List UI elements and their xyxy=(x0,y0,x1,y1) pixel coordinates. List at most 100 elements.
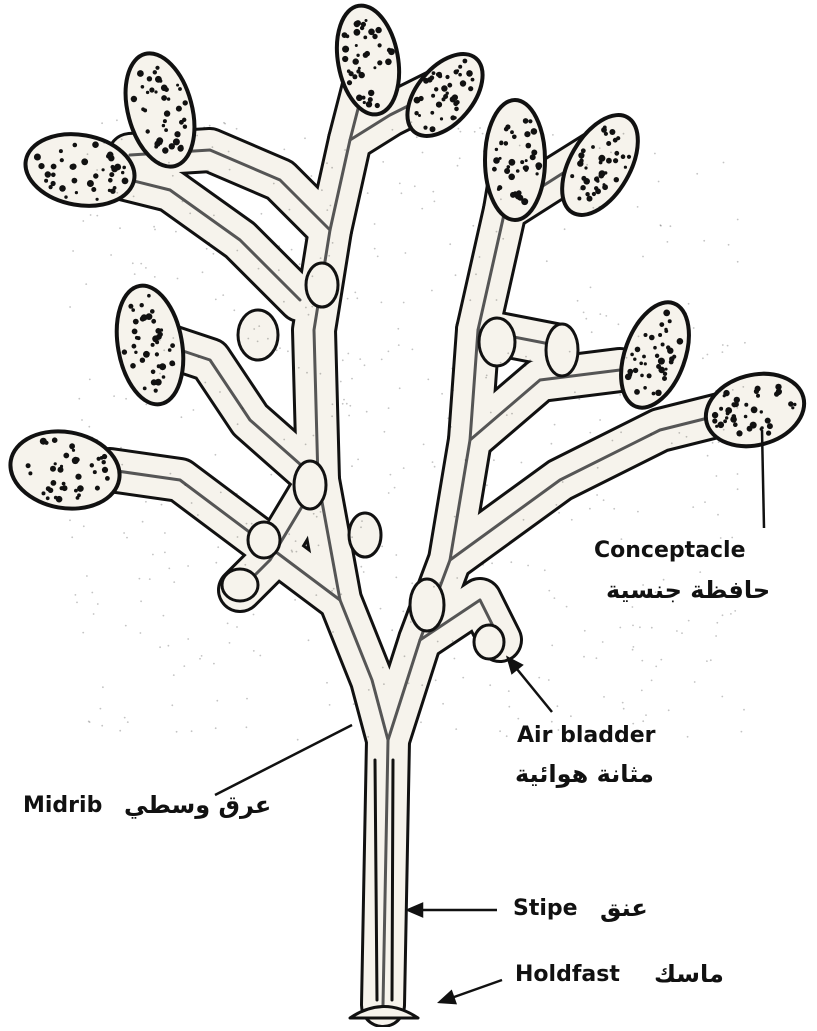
conceptacle-dot xyxy=(731,402,736,407)
conceptacle-dot xyxy=(430,126,436,132)
tissue-stipple xyxy=(101,122,103,124)
conceptacle-dot xyxy=(760,410,763,413)
tissue-stipple xyxy=(267,338,269,340)
tissue-stipple xyxy=(642,720,644,722)
tissue-stipple xyxy=(451,368,453,370)
conceptacle-dot xyxy=(633,358,636,361)
conceptacle-dot xyxy=(177,145,183,151)
conceptacle-dot xyxy=(96,198,99,201)
tissue-stipple xyxy=(688,620,690,622)
conceptacle-dot xyxy=(523,118,529,124)
tissue-stipple xyxy=(462,677,464,679)
conceptacle-dot xyxy=(725,416,728,419)
conceptacle-dot xyxy=(643,386,647,390)
conceptacle-dot xyxy=(150,309,155,314)
tissue-stipple xyxy=(193,409,195,411)
tissue-stipple xyxy=(397,328,399,330)
conceptacle-dot xyxy=(363,36,367,40)
tissue-stipple xyxy=(602,641,604,643)
tissue-stipple xyxy=(655,666,657,668)
conceptacle-dot xyxy=(75,474,81,480)
tissue-stipple xyxy=(154,276,156,278)
tissue-stipple xyxy=(246,698,248,700)
tissue-stipple xyxy=(557,705,559,707)
tissue-stipple xyxy=(295,540,297,542)
tissue-stipple xyxy=(121,464,123,466)
conceptacle-dot xyxy=(504,168,510,174)
conceptacle-dot xyxy=(595,176,598,179)
tissue-stipple xyxy=(302,545,304,547)
conceptacle-dot xyxy=(72,178,78,184)
conceptacle-dot xyxy=(77,493,81,497)
tissue-stipple xyxy=(340,381,342,383)
conceptacle-dot xyxy=(51,164,57,170)
conceptacle-dot xyxy=(122,178,129,185)
conceptacle-dot xyxy=(108,178,113,183)
conceptacle-dot xyxy=(353,58,359,64)
conceptacle-dot xyxy=(504,141,509,146)
conceptacle-dot xyxy=(635,347,641,353)
conceptacle-dot xyxy=(146,313,153,320)
tissue-stipple xyxy=(258,325,260,327)
tissue-stipple xyxy=(500,362,502,364)
tissue-stipple xyxy=(134,273,136,275)
conceptacle-dot xyxy=(59,185,66,192)
tissue-stipple xyxy=(331,415,333,417)
conceptacle-dot xyxy=(375,103,380,108)
tissue-stipple xyxy=(496,299,498,301)
conceptacle-dot xyxy=(591,145,595,149)
tissue-stipple xyxy=(251,523,253,525)
tissue-stipple xyxy=(253,614,255,616)
conceptacle-dot xyxy=(52,437,58,443)
tissue-stipple xyxy=(308,639,310,641)
tissue-stipple xyxy=(583,136,585,138)
tissue-stipple xyxy=(233,309,235,311)
conceptacle-dot xyxy=(134,351,137,354)
conceptacle-dot xyxy=(49,185,53,189)
tissue-stipple xyxy=(159,340,161,342)
conceptacle-dot xyxy=(647,373,652,378)
tissue-stipple xyxy=(184,484,186,486)
tissue-stipple xyxy=(222,294,224,296)
air-bladder xyxy=(294,461,326,509)
tissue-stipple xyxy=(403,467,405,469)
tissue-stipple xyxy=(154,229,156,231)
tissue-stipple xyxy=(326,682,328,684)
tissue-stipple xyxy=(566,606,568,608)
tissue-stipple xyxy=(432,461,434,463)
tissue-stipple xyxy=(721,696,723,698)
tissue-stipple xyxy=(283,149,285,151)
air-bladder xyxy=(306,263,338,307)
tissue-stipple xyxy=(237,423,239,425)
tissue-stipple xyxy=(313,435,315,437)
tissue-stipple xyxy=(493,459,495,461)
tissue-stipple xyxy=(529,146,531,148)
conceptacle-dot xyxy=(508,174,515,181)
tissue-stipple xyxy=(357,459,359,461)
tissue-stipple xyxy=(454,658,456,660)
tissue-stipple xyxy=(343,399,345,401)
tissue-stipple xyxy=(212,146,214,148)
tissue-stipple xyxy=(145,404,147,406)
conceptacle-dot xyxy=(377,60,382,65)
tissue-stipple xyxy=(140,632,142,634)
tissue-stipple xyxy=(489,684,491,686)
tissue-stipple xyxy=(320,511,322,513)
conceptacle-dot xyxy=(712,418,717,423)
conceptacle-dot xyxy=(28,471,32,475)
conceptacle-dot xyxy=(736,430,742,436)
tissue-stipple xyxy=(170,473,172,475)
conceptacle-dot xyxy=(164,110,170,116)
conceptacle-dot xyxy=(434,87,438,91)
tissue-stipple xyxy=(421,208,423,210)
tissue-stipple xyxy=(116,119,118,121)
tissue-stipple xyxy=(92,437,94,439)
tissue-stipple xyxy=(187,638,189,640)
conceptacle-dot xyxy=(536,172,539,175)
tissue-stipple xyxy=(247,338,249,340)
conceptacle-dot xyxy=(418,114,421,117)
conceptacle-dot xyxy=(102,460,106,464)
tissue-stipple xyxy=(308,314,310,316)
tissue-stipple xyxy=(100,708,102,710)
tissue-stipple xyxy=(412,349,414,351)
